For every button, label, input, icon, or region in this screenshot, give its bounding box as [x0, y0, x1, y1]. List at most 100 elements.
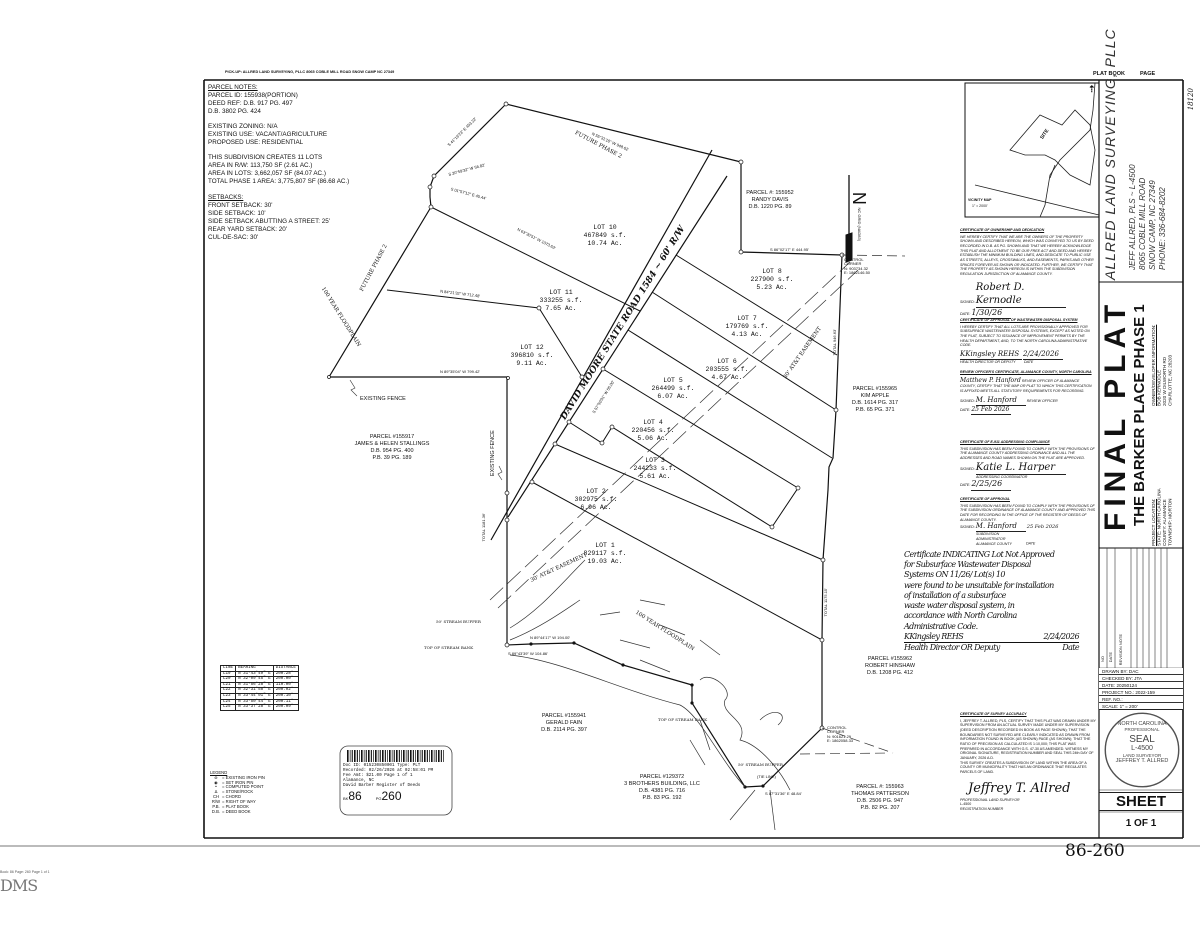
surveyor-seal-stamp: NORTH CAROLINA PROFESSIONAL SEAL L-4500 … — [1105, 713, 1179, 787]
front-setback: FRONT SETBACK: 30' — [208, 201, 273, 209]
bearing-label: S 87°31'36" E 48.84' — [765, 791, 802, 796]
barcode-bar — [407, 750, 409, 762]
barcode-bar — [421, 750, 423, 762]
fence-label: EXISTING FENCE — [489, 430, 496, 477]
barcode-bar — [354, 750, 356, 762]
barcode-bar — [365, 750, 367, 762]
final-plat-title: FINAL PLAT — [1099, 298, 1132, 532]
sheet-number: 1 OF 1 — [1125, 818, 1157, 829]
barcode-bar — [393, 750, 395, 762]
tie-lines — [799, 254, 906, 755]
handwritten-book-page: 86-260 — [1065, 841, 1125, 861]
plat-book-label: PLAT BOOK — [1093, 71, 1125, 77]
scale: SCALE: 1" = 200' — [1099, 703, 1183, 710]
barcode-bar — [382, 750, 384, 762]
barcode-bar — [410, 750, 412, 762]
barcode-bar — [433, 750, 435, 762]
barcode-bar — [384, 750, 386, 762]
existing-use: EXISTING USE: VACANT/AGRICULTURE — [208, 131, 328, 139]
dms-logo: DMS — [0, 876, 38, 895]
certificate-review-officer: REVIEW OFFICER'S CERTIFICATE, ALAMANCE C… — [960, 370, 1092, 415]
barcode-bar — [361, 750, 363, 762]
checked-by: CHECKED BY: JTA — [1099, 675, 1183, 682]
owner-info: OWNER/DEVELOPER INFORMATION:BOB KERNODLE… — [1151, 324, 1173, 406]
barcode-bar — [347, 750, 349, 762]
barcode-bar — [429, 750, 430, 762]
barcode-bar — [431, 750, 433, 762]
parcel-notes-title: PARCEL NOTES: — [208, 84, 258, 91]
barcode — [347, 750, 444, 762]
legend-item: ⊚= EXISTING IRON PIN — [214, 774, 265, 780]
barcode-bar — [435, 750, 437, 762]
stream-bank-label: TOP OF STREAM BANK — [658, 717, 708, 722]
header-strip: PICK-UP: ALLRED LAND SURVEYING, PLLC 806… — [225, 70, 395, 74]
sheet-frame — [0, 79, 1200, 847]
barcode-bar — [403, 750, 405, 762]
drawing-date: DATE: 20250124 — [1099, 682, 1183, 689]
bearing-label: S 86°02'17" E 444.95' — [770, 247, 809, 252]
vicinity-map-title: VICINITY MAP — [968, 198, 992, 202]
fence-leaders — [349, 379, 503, 481]
proposed-use: PROPOSED USE: RESIDENTIAL — [208, 139, 304, 147]
barcode-bar — [438, 750, 440, 762]
barcode-bar — [415, 750, 416, 762]
parcel-notes: PARCEL NOTES: PARCEL ID: 155938(PORTION)… — [208, 84, 349, 242]
barcode-bar — [389, 750, 391, 762]
setbacks-title: SETBACKS: — [208, 193, 244, 201]
tie-line-label: (TIE LINE) — [757, 774, 776, 779]
barcode-bar — [363, 750, 365, 762]
legend-item: ◉= SET IRON PIN — [214, 779, 254, 785]
barcode-bar — [351, 750, 353, 762]
barcode-bar — [405, 750, 407, 762]
project-no: PROJECT NO.: 2022-159 — [1099, 689, 1183, 696]
barcode-bar — [426, 750, 428, 762]
legend-item: CH= CHORD — [212, 794, 241, 800]
page-label: PAGE — [1140, 71, 1156, 77]
barcode-bar — [424, 750, 426, 762]
sheet-label: SHEET — [1099, 792, 1183, 811]
side-setback: SIDE SETBACK: 10' — [208, 209, 266, 217]
certificate-survey-accuracy: CERTIFICATE OF SURVEY ACCURACY I, JEFFRE… — [960, 712, 1096, 811]
lot-count: THIS SUBDIVISION CREATES 11 LOTS — [208, 154, 323, 162]
barcode-bar — [379, 750, 381, 762]
certificate-e911: CERTIFICATE OF E-911 ADDRESSING COMPLIAN… — [960, 440, 1096, 491]
floodplain-stream — [509, 559, 791, 831]
total-distance-label: TOTAL 946.63' — [831, 329, 837, 356]
ref-no: REF. NO.: — [1099, 696, 1183, 703]
att-easement — [489, 261, 859, 609]
bearing-label: S 89°43'39" W 104.86' — [508, 651, 548, 656]
bearing-label: N 89°44'17" W 194.00' — [530, 635, 571, 640]
fence-label: EXISTING FENCE — [360, 396, 406, 402]
drawn-by: DRAWN BY: DAC — [1099, 668, 1183, 675]
barcode-bar — [398, 750, 400, 762]
computed-points — [529, 641, 765, 789]
barcode-bar — [412, 750, 414, 762]
barcode-bar — [375, 750, 377, 762]
revision-table-grid — [1099, 548, 1183, 813]
certificate-wastewater: CERTIFICATE OF APPROVAL OF WASTEWATER DI… — [960, 318, 1090, 365]
legend-item: R/W= RIGHT OF WAY — [211, 798, 256, 804]
stream-buffer-label: 50' STREAM BUFFER — [738, 762, 783, 767]
project-title: THE BARKER PLACE PHASE 1 — [1131, 304, 1148, 526]
barcode-bar — [356, 750, 358, 762]
area-rw: AREA IN R/W: 113,750 SF (2.61 AC.) — [208, 162, 313, 170]
